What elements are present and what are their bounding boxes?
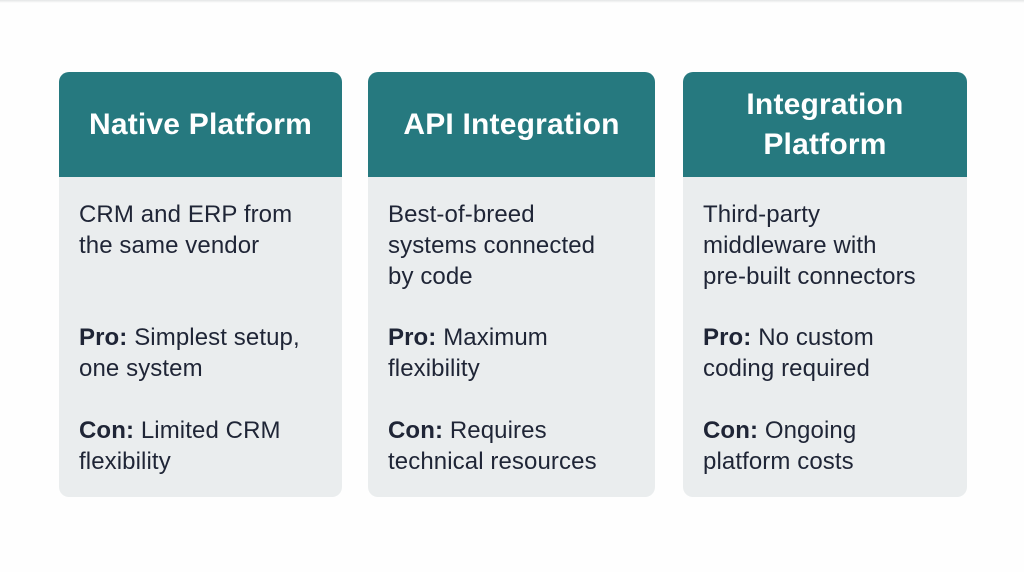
card-description: CRM and ERP from the same vendor bbox=[79, 199, 322, 322]
card-body: Best-of-breed systems connected by code … bbox=[368, 177, 655, 497]
con-label: Con: bbox=[703, 417, 759, 444]
card-header: API Integration bbox=[368, 72, 655, 177]
con-line: platform costs bbox=[703, 448, 854, 475]
card-title: Integration Platform bbox=[746, 87, 904, 161]
pro-line: coding required bbox=[703, 355, 870, 382]
con-line: Con: Limited CRM bbox=[79, 415, 322, 446]
pro-text: No custom bbox=[758, 324, 874, 351]
pro-section: Pro: No custom coding required bbox=[703, 322, 947, 415]
card-header: Native Platform bbox=[59, 72, 342, 177]
card-native-platform: Native Platform CRM and ERP from the sam… bbox=[59, 72, 342, 497]
description-line: by code bbox=[388, 263, 473, 290]
card-integration-platform: Integration Platform Third-party middlew… bbox=[683, 72, 967, 497]
description-line: CRM and ERP from bbox=[79, 201, 293, 228]
description-line: systems connected bbox=[388, 232, 596, 259]
description-line: the same vendor bbox=[79, 232, 260, 259]
description-line: Best-of-breed bbox=[388, 201, 535, 228]
con-label: Con: bbox=[79, 417, 135, 444]
con-label: Con: bbox=[388, 417, 444, 444]
pro-label: Pro: bbox=[703, 324, 752, 351]
con-text: Ongoing bbox=[764, 417, 857, 444]
card-body: Third-party middleware with pre-built co… bbox=[683, 177, 967, 497]
card-body: CRM and ERP from the same vendor Pro: Si… bbox=[59, 177, 342, 497]
card-title: Native Platform bbox=[88, 107, 313, 141]
con-section: Con: Requires technical resources bbox=[388, 415, 635, 477]
card-description: Best-of-breed systems connected by code bbox=[388, 199, 635, 322]
pro-text: Simplest setup, bbox=[134, 324, 300, 351]
pro-line: one system bbox=[79, 355, 203, 382]
card-header: Integration Platform bbox=[683, 72, 967, 177]
con-text: Requires bbox=[449, 417, 547, 444]
pro-line: flexibility bbox=[388, 355, 480, 382]
pro-text: Maximum bbox=[443, 324, 548, 351]
card-api-integration: API Integration Best-of-breed systems co… bbox=[368, 72, 655, 497]
pro-section: Pro: Maximum flexibility bbox=[388, 322, 635, 415]
card-description: Third-party middleware with pre-built co… bbox=[703, 199, 947, 322]
card-title: API Integration bbox=[403, 107, 620, 141]
pro-label: Pro: bbox=[79, 324, 128, 351]
top-edge-artifact bbox=[0, 0, 1024, 3]
con-text: Limited CRM bbox=[140, 417, 281, 444]
description-line: middleware with bbox=[703, 232, 877, 259]
con-section: Con: Ongoing platform costs bbox=[703, 415, 947, 477]
con-line: flexibility bbox=[79, 448, 171, 475]
description-line: pre-built connectors bbox=[703, 263, 916, 290]
pro-line: Pro: No custom bbox=[703, 322, 947, 353]
con-line: technical resources bbox=[388, 448, 597, 475]
pro-line: Pro: Maximum bbox=[388, 322, 635, 353]
pro-section: Pro: Simplest setup, one system bbox=[79, 322, 322, 415]
pro-line: Pro: Simplest setup, bbox=[79, 322, 322, 353]
con-line: Con: Ongoing bbox=[703, 415, 947, 446]
pro-label: Pro: bbox=[388, 324, 437, 351]
con-section: Con: Limited CRM flexibility bbox=[79, 415, 322, 477]
con-line: Con: Requires bbox=[388, 415, 635, 446]
description-line: Third-party bbox=[703, 201, 821, 228]
